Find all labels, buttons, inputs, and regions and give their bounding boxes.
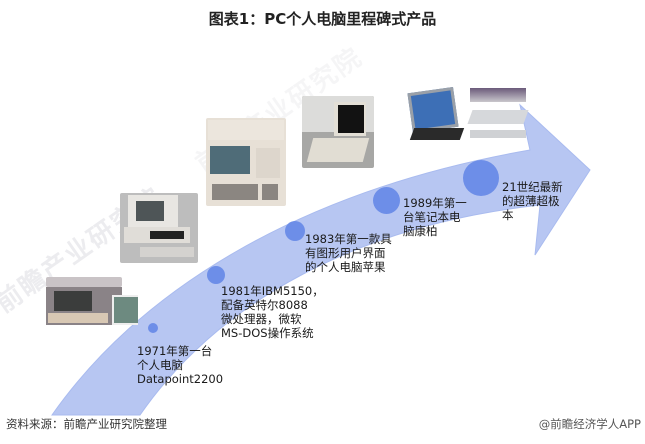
label-line: 脑康柏 bbox=[403, 224, 438, 238]
ultrabooks-image bbox=[402, 86, 530, 148]
credit: @前瞻经济学人APP bbox=[538, 417, 641, 431]
milestone-dot-21c bbox=[463, 160, 499, 196]
milestone-label-1971: 1971年第一台 个人电脑 Datapoint2200 bbox=[137, 344, 223, 386]
milestone-dot-1989 bbox=[373, 187, 400, 214]
chart-title: 图表1：PC个人电脑里程碑式产品 bbox=[208, 10, 437, 28]
label-line: 的个人电脑苹果 bbox=[305, 260, 386, 274]
label-line: 1981年IBM5150， bbox=[221, 284, 324, 298]
compaq-laptop-image bbox=[302, 96, 374, 168]
label-line: 1971年第一台 bbox=[137, 344, 213, 358]
data-source: 资料来源：前瞻产业研究院整理 bbox=[6, 417, 167, 431]
ibm-5150-image bbox=[120, 193, 198, 263]
milestone-label-1989: 1989年第一 台笔记本电 脑康柏 bbox=[403, 196, 467, 238]
label-line: 21世纪最新 bbox=[502, 180, 563, 194]
label-line: 配备英特尔8088 bbox=[221, 298, 308, 312]
milestone-label-1981: 1981年IBM5150， 配备英特尔8088 微处理器，微软 MS-DOS操作… bbox=[221, 284, 324, 340]
label-line: MS-DOS操作系统 bbox=[221, 326, 314, 340]
label-line: 台笔记本电 bbox=[403, 210, 461, 224]
label-line: Datapoint2200 bbox=[137, 372, 224, 386]
label-line: 本 bbox=[502, 208, 514, 222]
label-line: 的超薄超极 bbox=[502, 194, 560, 208]
label-line: 有图形用户界面 bbox=[305, 246, 386, 260]
milestone-dot-1981 bbox=[207, 266, 225, 284]
datapoint-2200-image bbox=[42, 273, 138, 335]
label-line: 1983年第一款具 bbox=[305, 232, 392, 246]
milestone-label-1983: 1983年第一款具 有图形用户界面 的个人电脑苹果 bbox=[305, 232, 392, 274]
label-line: 1989年第一 bbox=[403, 196, 467, 210]
milestone-dot-1983 bbox=[285, 221, 305, 241]
milestone-label-21c: 21世纪最新 的超薄超极 本 bbox=[502, 180, 563, 222]
apple-lisa-image bbox=[206, 118, 286, 206]
label-line: 个人电脑 bbox=[137, 358, 183, 372]
label-line: 微处理器，微软 bbox=[221, 312, 302, 326]
milestone-dot-1971 bbox=[148, 323, 158, 333]
